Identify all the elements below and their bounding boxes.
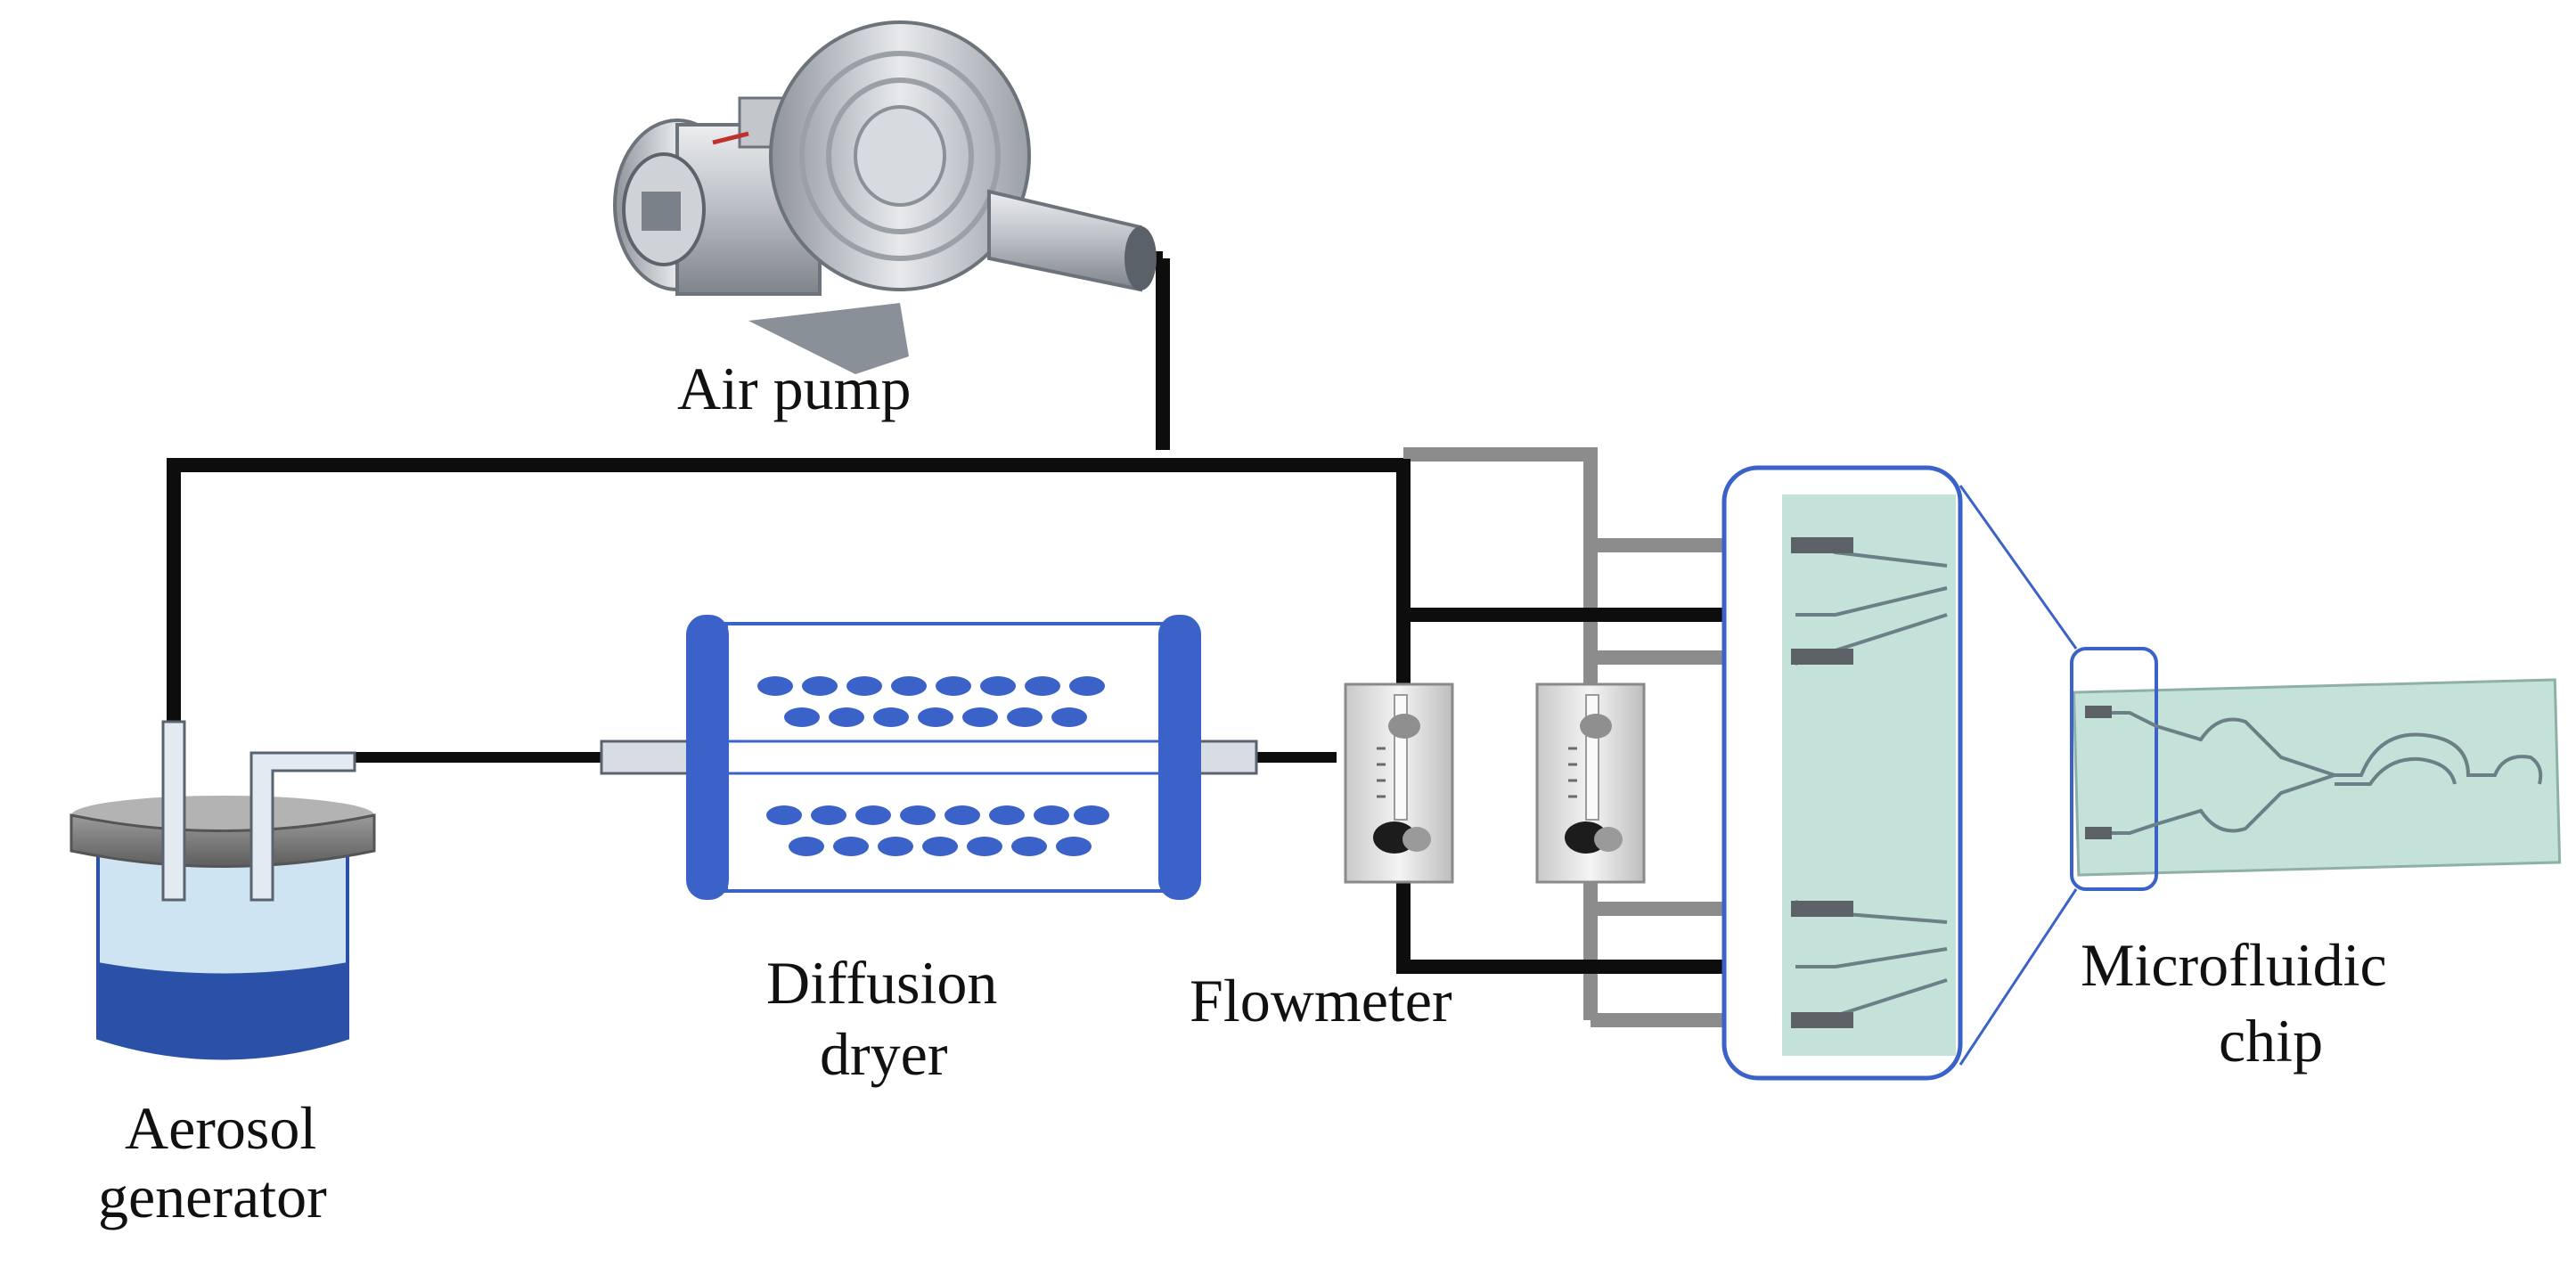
air-pump-label: Air pump [677,355,912,422]
flowmeter-1 [1344,682,1454,884]
black-lower-tube [1396,882,1795,974]
aerosol-generator-icon [70,720,376,1060]
microfluidic-chip-label-line1: Microfluidic [2081,931,2387,999]
microfluidic-chip-icon [2070,647,2562,891]
diffusion-dryer-icon [600,615,1258,900]
gray-manifold-tube [1403,447,1598,684]
tubing [167,251,1795,1027]
diffusion-dryer-label-line1: Diffusion [766,949,998,1017]
air-pump-icon [613,20,1157,374]
microfluidic-chip-label-line2: chip [2219,1007,2324,1075]
flowmeter-icon [1344,682,1646,884]
aerosol-generator-label-line2: generator [98,1163,327,1230]
flowmeter-label: Flowmeter [1190,967,1452,1034]
microfluidic-chip-zoom-icon [1721,465,2078,1081]
main-manifold-tube [167,458,1403,723]
aerosol-generator-label-line1: Aerosol [125,1094,317,1162]
diffusion-dryer-label-line2: dryer [820,1020,948,1088]
flowmeter-2 [1535,682,1646,884]
